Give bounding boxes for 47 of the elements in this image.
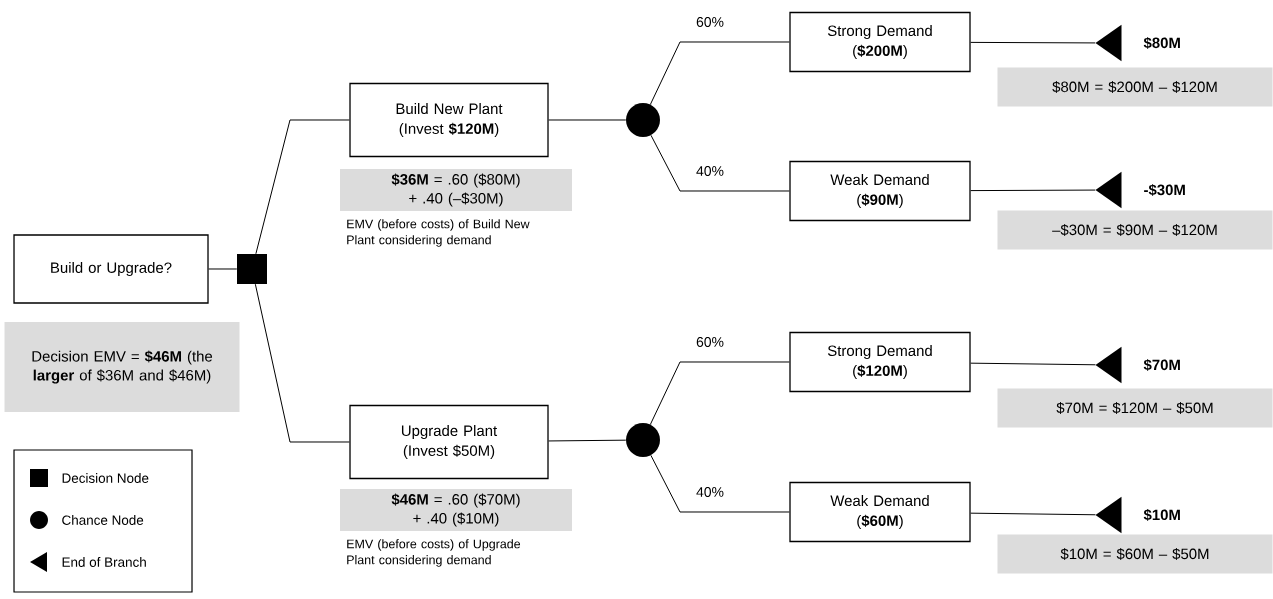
- branch-line: [548, 119, 627, 121]
- end-triangle: [1095, 171, 1122, 209]
- end-triangle: [1095, 496, 1122, 534]
- decision-square: [237, 254, 267, 284]
- branch-line: [650, 454, 790, 513]
- caption-text: EMV (before costs) of Upgrade Plant considering demand: [347, 539, 521, 567]
- end-triangle: [1095, 346, 1122, 384]
- formula-box: $10M = $60M – $50M: [997, 534, 1273, 574]
- payoff-label: $70M: [1143, 358, 1180, 372]
- legend-text: Chance Node: [62, 515, 144, 525]
- chance-circle: [626, 103, 660, 137]
- branch-line: [970, 41, 1096, 44]
- payoff-label: -$30M: [1144, 183, 1185, 197]
- branch-line: [970, 362, 1096, 366]
- payoff-label: $10M: [1143, 508, 1180, 522]
- end-triangle: [1095, 24, 1122, 62]
- formula-box: –$30M = $90M – $120M: [997, 210, 1273, 250]
- chance-circle: [626, 423, 660, 457]
- outcome-box: Weak Demand ($90M): [789, 160, 971, 222]
- probability-label: 60%: [695, 16, 725, 28]
- branch-line: [254, 283, 350, 443]
- option-box: Build New Plant (Invest $120M): [349, 82, 549, 158]
- formula-box: $36M = .60 ($80M) + .40 (–$30M): [340, 169, 572, 211]
- probability-label: 40%: [695, 165, 725, 177]
- branch-line: [650, 134, 790, 192]
- formula-box: $70M = $120M – $50M: [997, 388, 1273, 428]
- branch-line: [649, 361, 790, 425]
- branch-line: [208, 268, 238, 270]
- probability-label: 60%: [695, 336, 725, 348]
- caption-text: EMV (before costs) of Build New Plant considering demand: [347, 219, 530, 247]
- emv-box: Decision EMV = $46M (the larger of $36M and $46M): [4, 322, 240, 412]
- outcome-box: Strong Demand ($120M): [789, 331, 971, 393]
- branch-line: [970, 512, 1096, 516]
- decision-box: Build or Upgrade?: [13, 234, 209, 304]
- option-box: Upgrade Plant (Invest $50M): [349, 404, 549, 480]
- probability-label: 40%: [695, 486, 725, 498]
- branch-line: [970, 189, 1096, 192]
- legend-text: Decision Node: [62, 473, 149, 483]
- branch-line: [548, 439, 627, 442]
- legend-text: End of Branch: [62, 557, 146, 567]
- payoff-label: $80M: [1143, 36, 1180, 50]
- formula-box: $80M = $200M – $120M: [997, 67, 1273, 107]
- formula-box: $46M = .60 ($70M) + .40 ($10M): [340, 489, 572, 531]
- branch-line: [649, 41, 790, 105]
- branch-line: [255, 119, 350, 255]
- outcome-box: Strong Demand ($200M): [789, 11, 971, 73]
- outcome-box: Weak Demand ($60M): [789, 481, 971, 543]
